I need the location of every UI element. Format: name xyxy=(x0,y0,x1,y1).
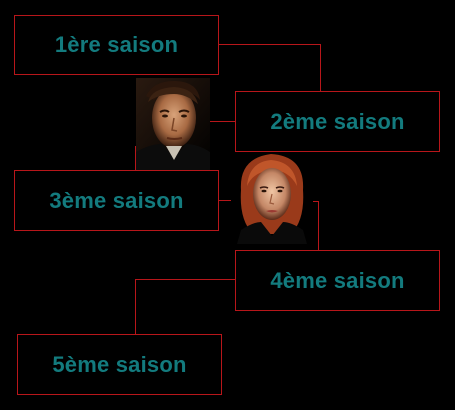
season-2-button[interactable]: 2ème saison xyxy=(235,91,440,152)
connector-3-portrait-2 xyxy=(219,200,235,201)
season-5-button[interactable]: 5ème saison xyxy=(17,334,222,395)
connector-4-5-vertical xyxy=(135,279,136,334)
season-2-label: 2ème saison xyxy=(270,108,405,134)
season-1-button[interactable]: 1ère saison xyxy=(14,15,219,75)
season-3-label: 3ème saison xyxy=(49,187,184,213)
connector-1-2-horizontal xyxy=(219,44,321,45)
connector-3-portrait xyxy=(135,146,136,170)
season-4-label: 4ème saison xyxy=(270,267,405,293)
female-agent-portrait-icon xyxy=(231,150,313,244)
season-4-button[interactable]: 4ème saison xyxy=(235,250,440,311)
connector-1-2-vertical xyxy=(320,44,321,91)
connector-2-portrait xyxy=(209,121,235,122)
connector-4-5-horizontal xyxy=(135,279,235,280)
connector-portrait-4-vertical xyxy=(318,201,319,250)
male-agent-portrait-icon xyxy=(136,78,210,170)
connector-portrait-4-horizontal xyxy=(313,201,319,202)
season-3-button[interactable]: 3ème saison xyxy=(14,170,219,231)
season-1-label: 1ère saison xyxy=(54,32,179,57)
season-5-label: 5ème saison xyxy=(52,351,187,377)
